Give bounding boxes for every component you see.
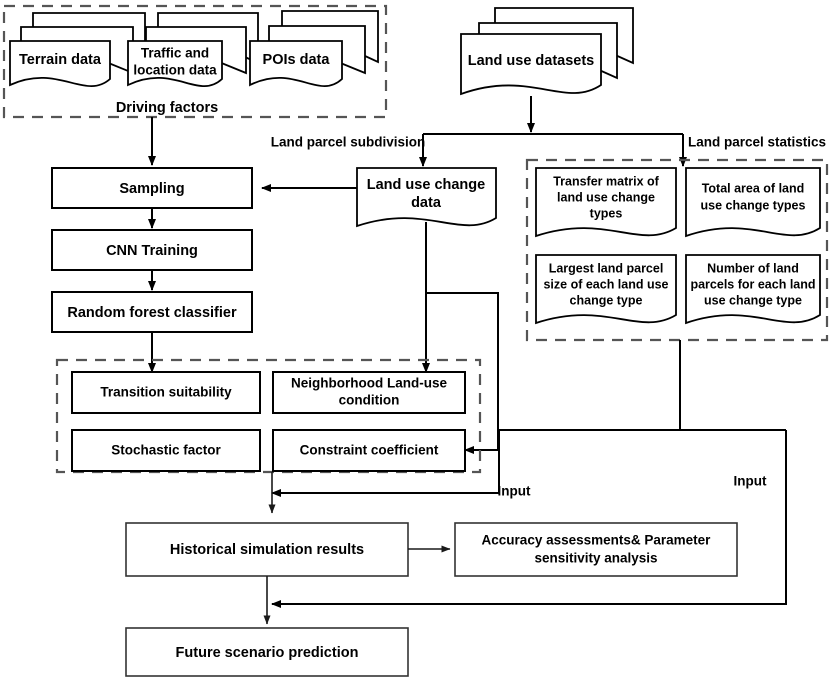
doc-pois-data: POIs data [249, 10, 379, 88]
label-input-left: Input [498, 484, 531, 499]
doc-transfer-matrix: Transfer matrix of land use change types [535, 167, 677, 238]
edge-input-left-to-historical [271, 430, 500, 497]
box-cnn-training [51, 229, 253, 271]
doc-terrain-data-label: Terrain data [19, 52, 102, 68]
group-driving-factors-label: Driving factors [116, 100, 218, 116]
doc-traffic-location-data-line2: location data [133, 63, 217, 78]
box-random-forest-label: Random forest classifier [67, 305, 237, 321]
box-transition-suitability-label: Transition suitability [100, 385, 232, 400]
doc-transfer-matrix-line3: types [590, 206, 623, 220]
edge-input-right-to-future [271, 430, 787, 608]
box-stochastic-factor-label: Stochastic factor [111, 443, 221, 458]
box-sampling [51, 167, 253, 209]
box-future-scenario-label: Future scenario prediction [176, 645, 359, 661]
group-ca-factors-boundary [55, 358, 482, 474]
doc-land-use-change-data: Land use change data [356, 167, 497, 228]
doc-land-use-change-data-line1: Land use change [367, 177, 485, 193]
doc-total-area-line2: use change types [701, 198, 806, 212]
doc-transfer-matrix-line1: Transfer matrix of [553, 174, 659, 188]
edge-change-data-to-constraint [426, 292, 499, 454]
label-input-right: Input [734, 474, 767, 489]
box-random-forest [51, 291, 253, 333]
doc-largest-parcel: Largest land parcel size of each land us… [535, 254, 677, 325]
doc-largest-parcel-line3: change type [570, 293, 643, 307]
doc-largest-parcel-line1: Largest land parcel [549, 261, 664, 275]
box-accuracy-assessment [454, 522, 738, 577]
doc-traffic-location-data-line1: Traffic and [141, 46, 209, 61]
label-land-parcel-statistics: Land parcel statistics [688, 135, 826, 150]
doc-total-area-line1: Total area of land [702, 181, 805, 195]
box-neighborhood-condition [272, 371, 466, 414]
edge-statistics-down [679, 340, 786, 431]
doc-largest-parcel-line2: size of each land use [543, 277, 668, 291]
box-neighborhood-condition-line1: Neighborhood Land-use [291, 376, 447, 391]
doc-land-use-datasets-label: Land use datasets [468, 53, 595, 69]
doc-land-use-datasets: Land use datasets [460, 7, 634, 96]
box-accuracy-assessment-line1: Accuracy assessments& Parameter [482, 533, 712, 548]
doc-transfer-matrix-line2: land use change [557, 190, 655, 204]
doc-total-area: Total area of land use change types [685, 167, 821, 238]
box-historical-simulation-label: Historical simulation results [170, 542, 364, 558]
box-stochastic-factor [71, 429, 261, 472]
box-cnn-training-label: CNN Training [106, 243, 198, 259]
doc-traffic-location-data: Traffic and location data [127, 12, 259, 88]
label-land-parcel-subdivision: Land parcel subdivision [271, 135, 426, 150]
doc-parcel-number-line1: Number of land [707, 261, 799, 275]
box-neighborhood-condition-line2: condition [339, 393, 400, 408]
doc-parcel-number-line3: use change type [704, 293, 802, 307]
doc-parcel-number: Number of land parcels for each land use… [685, 254, 821, 325]
group-driving-factors-boundary [2, 4, 388, 119]
box-sampling-label: Sampling [119, 181, 184, 197]
doc-pois-data-label: POIs data [263, 52, 331, 68]
box-constraint-coefficient-label: Constraint coefficient [300, 443, 439, 458]
box-constraint-coefficient [272, 429, 466, 472]
group-land-parcel-statistics-boundary [525, 158, 829, 342]
doc-terrain-data: Terrain data [9, 12, 146, 88]
box-accuracy-assessment-line2: sensitivity analysis [534, 551, 657, 566]
doc-parcel-number-line2: parcels for each land [690, 277, 815, 291]
doc-land-use-change-data-line2: data [411, 195, 442, 211]
box-historical-simulation [125, 522, 409, 577]
box-transition-suitability [71, 371, 261, 414]
box-future-scenario [125, 627, 409, 677]
